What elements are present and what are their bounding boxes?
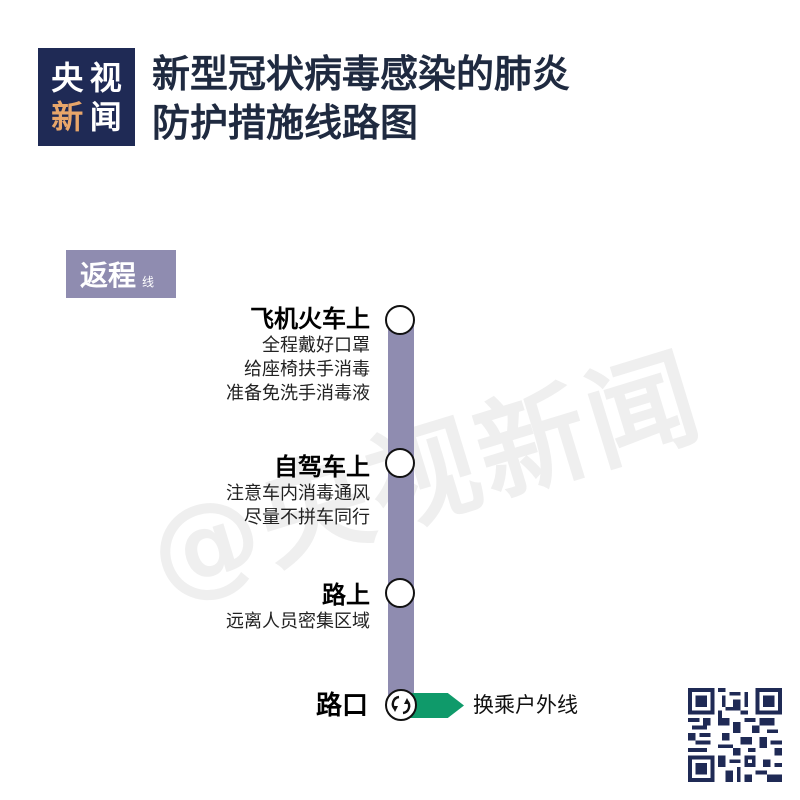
stop-detail: 全程戴好口罩	[262, 335, 370, 356]
route-track	[388, 320, 414, 700]
cctv-news-logo: 央 视 新 闻	[38, 48, 135, 146]
station-marker-3	[385, 578, 415, 608]
line-name: 返程	[80, 259, 137, 292]
stop-1: 飞机火车上 全程戴好口罩 给座椅扶手消毒 准备免洗手消毒液	[226, 304, 370, 406]
station-marker-2	[385, 448, 415, 478]
stop-detail: 给座椅扶手消毒	[244, 359, 370, 380]
watermark: @央视新闻	[134, 331, 717, 621]
stop-name: 路上	[322, 581, 370, 609]
stop-name: 飞机火车上	[250, 305, 370, 333]
stop-detail: 尽量不拼车同行	[244, 507, 370, 528]
logo-char: 闻	[89, 97, 122, 136]
line-suffix: 线	[142, 275, 155, 289]
stop-2: 自驾车上 注意车内消毒通风 尽量不拼车同行	[226, 452, 370, 530]
stop-detail: 远离人员密集区域	[226, 611, 370, 632]
page-title: 新型冠状病毒感染的肺炎 防护措施线路图	[152, 50, 672, 148]
station-marker-1	[385, 305, 415, 335]
line-name-badge: 返程 线	[66, 250, 176, 298]
logo-char: 视	[89, 58, 122, 97]
stop-detail: 注意车内消毒通风	[226, 483, 370, 504]
stop-name: 自驾车上	[274, 453, 370, 481]
qr-code-icon	[688, 688, 782, 782]
transfer-label: 换乘户外线	[473, 693, 578, 717]
transfer-arrows-icon	[385, 689, 417, 721]
transfer-arrow-icon	[410, 693, 464, 718]
logo-char: 新	[51, 97, 84, 136]
logo-char: 央	[51, 58, 84, 97]
title-line-1: 新型冠状病毒感染的肺炎	[152, 52, 571, 96]
stop-3: 路上 远离人员密集区域	[226, 580, 370, 634]
title-line-2: 防护措施线路图	[152, 101, 419, 145]
stop-detail: 准备免洗手消毒液	[226, 383, 370, 404]
transfer-stop-name: 路口	[315, 691, 368, 721]
